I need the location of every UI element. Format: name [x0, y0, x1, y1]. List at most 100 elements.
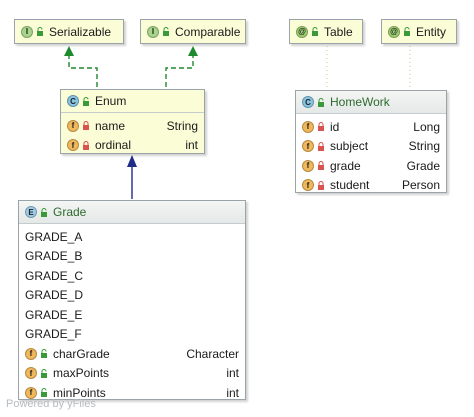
- field-icon: f: [67, 139, 79, 152]
- enum-constant: GRADE_E: [25, 307, 83, 322]
- field-type: Character: [186, 346, 239, 361]
- field-type: String: [408, 139, 440, 154]
- enum-constant: GRADE_D: [25, 288, 84, 303]
- enum-constant-row[interactable]: GRADE_F: [19, 325, 245, 345]
- enum-constant-row[interactable]: GRADE_E: [19, 305, 245, 325]
- field-type: Grade: [406, 158, 440, 173]
- interface-icon: I: [21, 25, 33, 38]
- table-annotation-node[interactable]: @ Table: [289, 19, 363, 44]
- field-name: ordinal: [95, 138, 132, 153]
- field-row-maxpoints[interactable]: f maxPoints int: [19, 364, 245, 384]
- homework-fields: f id Long f subject String f grade Grade…: [296, 114, 446, 197]
- public-unlock-icon: [317, 97, 325, 107]
- field-row-ordinal[interactable]: f ordinal int: [61, 136, 204, 156]
- entity-header: @ Entity: [382, 20, 456, 43]
- field-type: String: [166, 118, 198, 133]
- field-row-name[interactable]: f name String: [61, 116, 204, 136]
- comparable-interface-node[interactable]: I Comparable: [140, 19, 246, 44]
- enum-name: Grade: [53, 205, 87, 219]
- field-row-subject[interactable]: f subject String: [296, 137, 446, 157]
- realization-arrowhead-comparable: [188, 46, 198, 56]
- class-name: Enum: [95, 94, 127, 108]
- enum-constant: GRADE_B: [25, 249, 83, 264]
- enum-header: C Enum: [61, 90, 204, 113]
- field-icon: f: [25, 386, 37, 399]
- field-row-grade[interactable]: f grade Grade: [296, 156, 446, 176]
- grade-enum-node[interactable]: E Grade GRADE_A GRADE_B GRADE_C GRADE_D …: [18, 200, 246, 400]
- class-name: HomeWork: [330, 95, 390, 109]
- watermark: Powered by yFiles: [6, 398, 96, 410]
- enum-constant-row[interactable]: GRADE_A: [19, 227, 245, 247]
- field-row-minpoints[interactable]: f minPoints int: [19, 383, 245, 403]
- private-lock-icon: [317, 180, 325, 190]
- field-name: grade: [330, 158, 361, 173]
- field-type: int: [226, 385, 239, 400]
- field-icon: f: [67, 119, 79, 132]
- inheritance-arrowhead: [127, 155, 137, 167]
- enum-constant-row[interactable]: GRADE_C: [19, 266, 245, 286]
- field-icon: f: [302, 140, 314, 153]
- public-unlock-icon: [40, 207, 48, 217]
- private-lock-icon: [82, 140, 90, 150]
- grade-members: GRADE_A GRADE_B GRADE_C GRADE_D GRADE_E …: [19, 224, 245, 405]
- enum-constant: GRADE_A: [25, 229, 83, 244]
- enum-constant-row[interactable]: GRADE_D: [19, 286, 245, 306]
- homework-class-node[interactable]: C HomeWork f id Long f subject String f: [295, 90, 447, 193]
- homework-header: C HomeWork: [296, 91, 446, 114]
- public-unlock-icon: [162, 27, 170, 36]
- interface-icon: I: [147, 25, 159, 38]
- public-unlock-icon: [36, 27, 44, 36]
- field-type: int: [185, 138, 198, 153]
- field-type: int: [226, 366, 239, 381]
- serializable-interface-node[interactable]: I Serializable: [14, 19, 124, 44]
- class-icon: C: [302, 96, 314, 108]
- field-name: minPoints: [53, 385, 106, 400]
- field-name: subject: [330, 139, 369, 154]
- class-icon: C: [67, 95, 79, 107]
- public-unlock-icon: [82, 96, 90, 106]
- annotation-name: Table: [324, 24, 353, 39]
- annotation-name: Entity: [416, 24, 447, 39]
- field-icon: f: [302, 179, 314, 192]
- field-type: Long: [413, 119, 440, 134]
- field-row-student[interactable]: f student Person: [296, 176, 446, 196]
- enum-constant-row[interactable]: GRADE_B: [19, 247, 245, 267]
- private-lock-icon: [82, 121, 90, 131]
- field-name: name: [95, 118, 126, 133]
- table-header: @ Table: [290, 20, 362, 43]
- private-lock-icon: [317, 141, 325, 151]
- field-name: charGrade: [53, 346, 110, 361]
- enum-constant: GRADE_C: [25, 268, 84, 283]
- public-unlock-icon: [403, 27, 411, 36]
- annotation-icon: @: [296, 25, 308, 38]
- enum-fields: f name String f ordinal int: [61, 113, 204, 157]
- enum-icon: E: [25, 206, 37, 218]
- public-unlock-icon: [40, 349, 48, 359]
- enum-class-node[interactable]: C Enum f name String f ordinal int: [60, 89, 205, 154]
- field-icon: f: [302, 120, 314, 133]
- field-icon: f: [25, 367, 37, 380]
- realization-arrow-comparable: [165, 50, 194, 87]
- interface-name: Serializable: [49, 24, 112, 39]
- field-icon: f: [25, 347, 37, 360]
- public-unlock-icon: [40, 388, 48, 398]
- field-row-id[interactable]: f id Long: [296, 117, 446, 137]
- grade-header: E Grade: [19, 201, 245, 224]
- private-lock-icon: [317, 122, 325, 132]
- public-unlock-icon: [40, 368, 48, 378]
- comparable-header: I Comparable: [141, 20, 245, 43]
- field-row-chargrade[interactable]: f charGrade Character: [19, 344, 245, 364]
- public-unlock-icon: [311, 27, 319, 36]
- field-type: Person: [401, 178, 440, 193]
- field-name: student: [330, 178, 370, 193]
- field-icon: f: [302, 159, 314, 172]
- interface-name: Comparable: [175, 24, 241, 39]
- realization-arrow-serializable: [68, 50, 98, 87]
- private-lock-icon: [317, 161, 325, 171]
- field-name: maxPoints: [53, 366, 110, 381]
- enum-constant: GRADE_F: [25, 327, 82, 342]
- serializable-header: I Serializable: [15, 20, 123, 43]
- annotation-icon: @: [388, 25, 400, 38]
- entity-annotation-node[interactable]: @ Entity: [381, 19, 457, 44]
